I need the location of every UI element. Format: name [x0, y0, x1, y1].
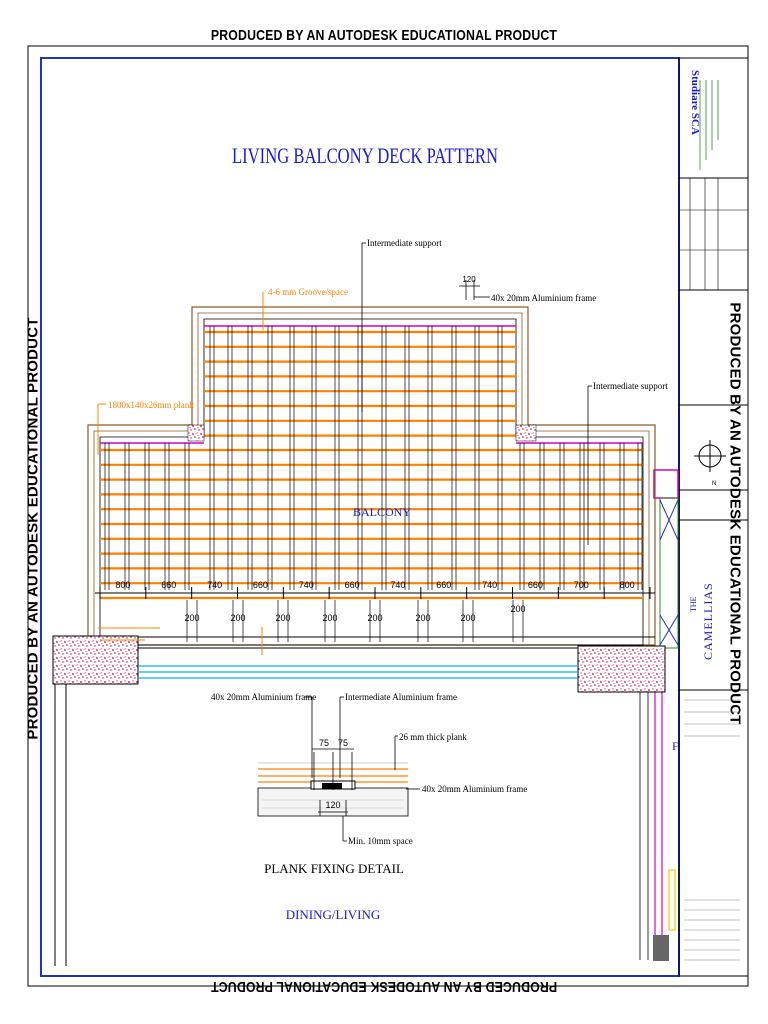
callout-plank: 1800x140x26mm plank — [108, 400, 194, 410]
detail-dim-c: 120 — [325, 800, 340, 810]
dim-label-upper: 740 — [299, 580, 314, 590]
wall-left — [52, 635, 139, 685]
dim-label-lower: 200 — [367, 613, 382, 623]
callout-intermediate-support-top: Intermediate support — [367, 238, 442, 248]
column-block — [653, 935, 669, 961]
project-name: CAMELLIAS — [701, 582, 715, 660]
detail-dim-a: 75 — [319, 738, 329, 748]
dim-label-upper: 700 — [574, 580, 589, 590]
dim-label-upper: 800 — [620, 580, 635, 590]
dim-label-upper: 660 — [253, 580, 268, 590]
detail-dim-b: 75 — [338, 738, 348, 748]
dim-label-upper: 660 — [436, 580, 451, 590]
dim-label-upper: 740 — [482, 580, 497, 590]
green-frame — [659, 497, 679, 649]
detail-frame-left: 40x 20mm Aluminium frame — [211, 692, 316, 702]
detail-title: PLANK FIXING DETAIL — [264, 861, 404, 876]
detail-frame-mid: Intermediate Aluminium frame — [345, 692, 457, 702]
project-the: THE — [689, 596, 698, 612]
deck-outline — [87, 306, 656, 646]
room-label-balcony: BALCONY — [353, 505, 411, 519]
deck-supports — [104, 326, 643, 590]
dim-label-upper: 660 — [345, 580, 360, 590]
dim-label-lower: 200 — [184, 613, 199, 623]
plank-fixing-detail — [257, 696, 420, 842]
dim-label-lower: 200 — [230, 613, 245, 623]
wall-right — [577, 645, 666, 693]
dim-label-lower: 200 — [460, 613, 475, 623]
callout-intermediate-support-right: Intermediate support — [593, 381, 668, 391]
dim-label-lower: 200 — [275, 613, 290, 623]
magenta-frame — [653, 469, 679, 499]
deck-planks — [100, 330, 643, 600]
svg-text:F: F — [672, 739, 679, 753]
room-label-dining: DINING/LIVING — [286, 907, 381, 922]
watermark-top: PRODUCED BY AN AUTODESK EDUCATIONAL PROD… — [210, 27, 558, 44]
callout-groove: 4-6 mm Groove/space — [268, 287, 348, 297]
drawing-title: LIVING BALCONY DECK PATTERN — [232, 143, 498, 168]
dim-label-upper: 660 — [528, 580, 543, 590]
callout-frame-top-dim: 120 — [462, 275, 476, 284]
dim-label-upper: 740 — [390, 580, 405, 590]
firm-name: Studiare SCA — [689, 70, 701, 135]
dim-label-lower: 200 — [415, 613, 430, 623]
dim-label-lower: 200 — [510, 604, 525, 614]
detail-plank: 26 mm thick plank — [399, 732, 467, 742]
dim-label-upper: 660 — [161, 580, 176, 590]
dim-label-upper: 740 — [207, 580, 222, 590]
threshold-lines — [138, 647, 578, 679]
callout-frame-top: 40x 20mm Aluminium frame — [491, 293, 596, 303]
svg-text:N: N — [712, 481, 716, 487]
detail-min-space: Min. 10mm space — [348, 836, 413, 846]
dim-label-upper: 800 — [115, 580, 130, 590]
dim-label-lower: 200 — [322, 613, 337, 623]
title-block: N — [678, 57, 749, 977]
detail-frame-right: 40x 20mm Aluminium frame — [422, 784, 527, 794]
